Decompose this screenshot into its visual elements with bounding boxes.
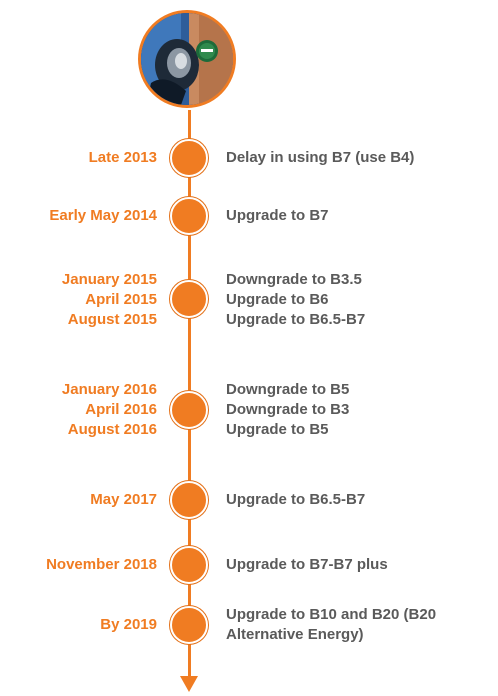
- description-label: Upgrade to B6.5-B7: [226, 311, 366, 328]
- description-label: Downgrade to B5: [226, 381, 350, 398]
- description-label: Upgrade to B6: [226, 291, 329, 308]
- date-label: August 2015: [67, 311, 157, 328]
- description-label: Upgrade to B7: [226, 207, 329, 224]
- timeline-node-5: [170, 481, 208, 519]
- event-3-date: January 2015 April 2015 August 2015: [62, 270, 157, 330]
- event-5-date: May 2017: [90, 490, 157, 510]
- description-label: Downgrade to B3.5: [226, 271, 362, 288]
- date-label: August 2016: [67, 421, 157, 438]
- date-label: April 2016: [85, 401, 157, 418]
- event-6-description: Upgrade to B7-B7 plus: [226, 555, 388, 575]
- date-label: By 2019: [100, 616, 157, 633]
- event-7-description: Upgrade to B10 and B20 (B20 Alternative …: [226, 605, 436, 645]
- event-5-description: Upgrade to B6.5-B7: [226, 490, 365, 510]
- event-1-date: Late 2013: [89, 148, 157, 168]
- description-label: Downgrade to B3: [226, 401, 350, 418]
- event-2-description: Upgrade to B7: [226, 206, 329, 226]
- timeline-node-7: [170, 606, 208, 644]
- description-label: Upgrade to B7-B7 plus: [226, 556, 388, 573]
- event-3-description: Downgrade to B3.5 Upgrade to B6 Upgrade …: [226, 270, 365, 330]
- event-2-date: Early May 2014: [49, 206, 157, 226]
- description-label: Upgrade to B6.5-B7: [226, 491, 366, 508]
- date-label: April 2015: [85, 291, 157, 308]
- description-label: Delay in using B7 (use B4): [226, 149, 415, 166]
- description-label: Upgrade to B5: [226, 421, 329, 438]
- timeline-node-1: [170, 139, 208, 177]
- timeline-arrow-head: [180, 676, 198, 692]
- timeline-node-2: [170, 197, 208, 235]
- description-label: Alternative Energy): [226, 626, 364, 643]
- event-1-description: Delay in using B7 (use B4): [226, 148, 414, 168]
- timeline-node-4: [170, 391, 208, 429]
- fuel-nozzle-illustration: [141, 13, 233, 105]
- event-4-date: January 2016 April 2016 August 2016: [62, 380, 157, 440]
- date-label: Early May 2014: [49, 207, 157, 224]
- description-label: Upgrade to B10 and B20 (B20: [226, 606, 437, 623]
- event-7-date: By 2019: [100, 615, 157, 635]
- date-label: January 2015: [61, 271, 157, 288]
- date-label: May 2017: [90, 491, 157, 508]
- event-6-date: November 2018: [46, 555, 157, 575]
- timeline-node-6: [170, 546, 208, 584]
- date-label: January 2016: [61, 381, 157, 398]
- date-label: November 2018: [46, 556, 157, 573]
- fuel-nozzle-photo-icon: [138, 10, 236, 108]
- timeline-node-3: [170, 280, 208, 318]
- date-label: Late 2013: [88, 149, 157, 166]
- event-4-description: Downgrade to B5 Downgrade to B3 Upgrade …: [226, 380, 349, 440]
